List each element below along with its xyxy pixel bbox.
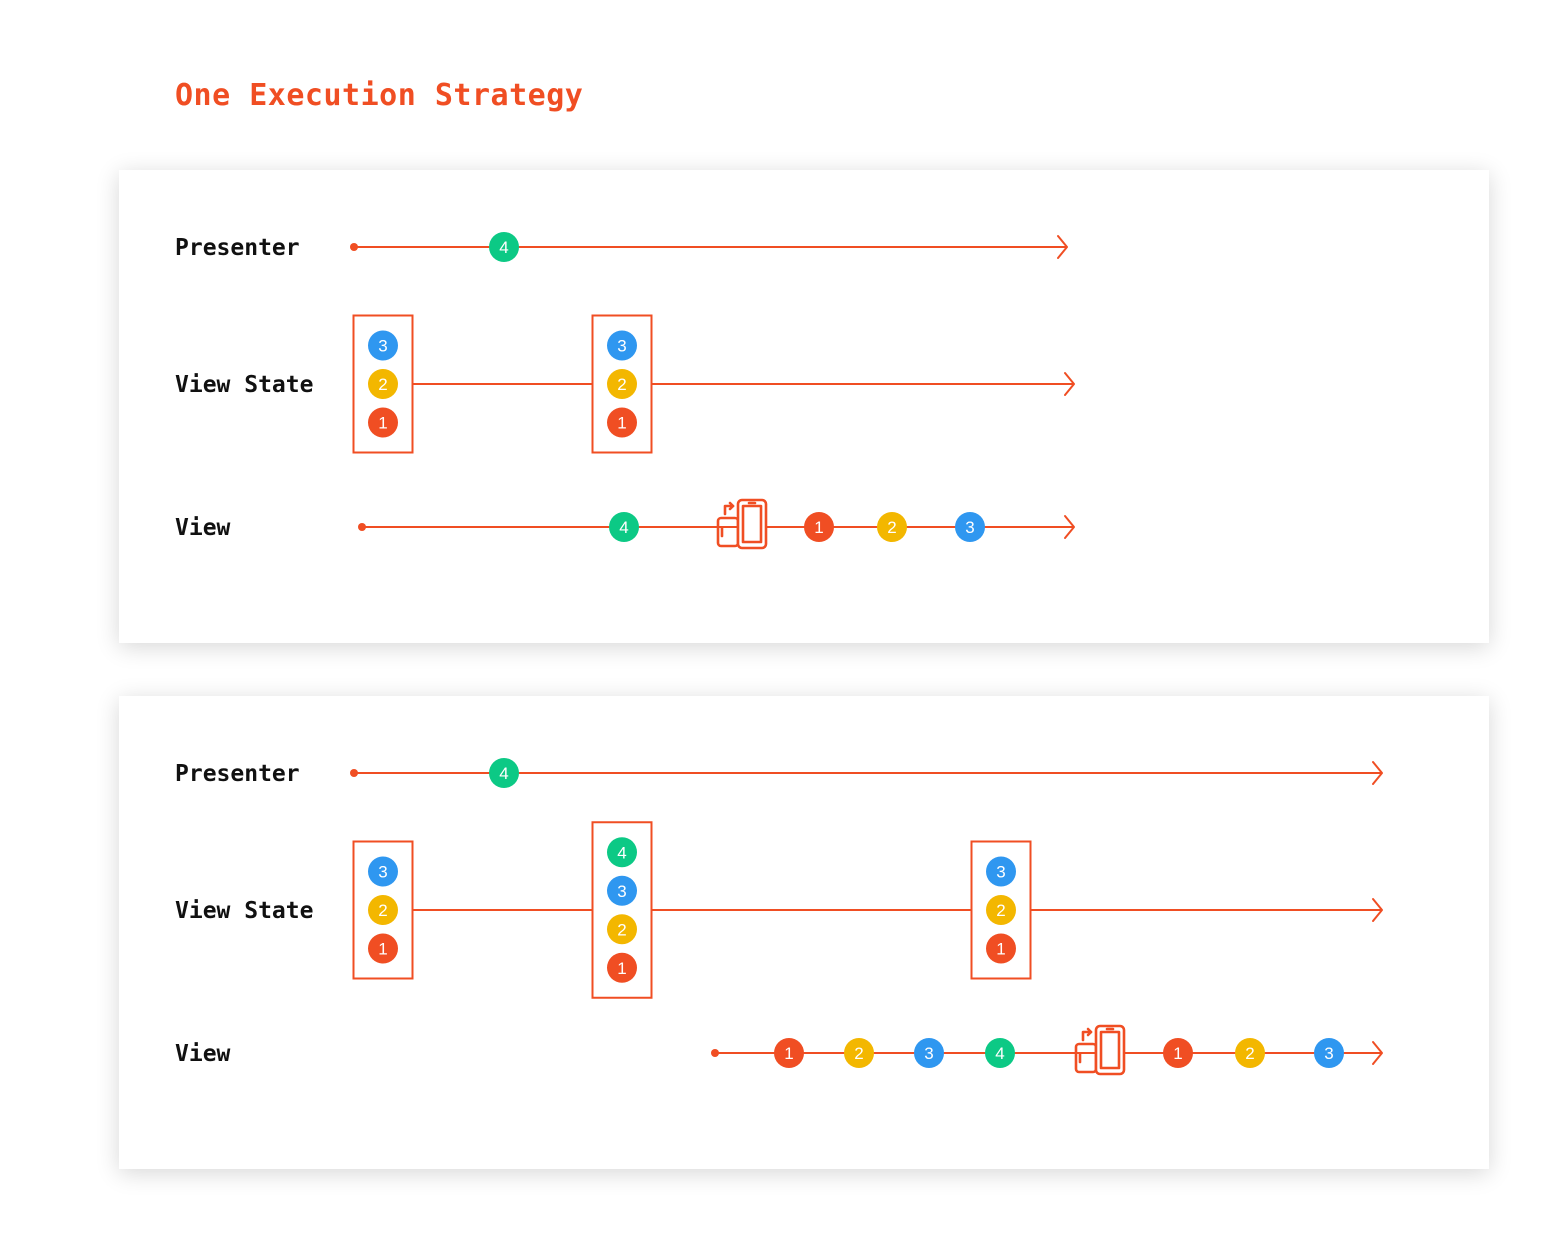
svg-text:3: 3 — [1324, 1044, 1333, 1063]
marble-1: 1 — [804, 512, 834, 542]
svg-text:3: 3 — [924, 1044, 933, 1063]
state-group: 3 2 1 — [591, 314, 653, 454]
timeline-arrow-head — [1372, 898, 1383, 922]
timeline-start-dot — [358, 523, 366, 531]
marble-1: 1 — [607, 407, 637, 438]
svg-text:1: 1 — [784, 1044, 793, 1063]
svg-text:2: 2 — [854, 1044, 863, 1063]
svg-text:3: 3 — [378, 337, 387, 356]
svg-text:3: 3 — [965, 518, 974, 537]
page-title: One Execution Strategy — [175, 78, 584, 113]
marble-2: 2 — [877, 512, 907, 542]
marble-3: 3 — [955, 512, 985, 542]
marble-2: 2 — [607, 369, 637, 399]
svg-text:2: 2 — [617, 920, 626, 939]
marble-2: 2 — [368, 895, 398, 925]
marble-2: 2 — [368, 369, 398, 399]
timeline-arrow-head — [1064, 515, 1075, 539]
svg-text:3: 3 — [617, 882, 626, 901]
marble-3: 3 — [1314, 1038, 1344, 1068]
marble-4: 4 — [607, 837, 637, 868]
svg-text:4: 4 — [617, 843, 626, 862]
svg-text:1: 1 — [378, 940, 387, 959]
marble-2: 2 — [844, 1038, 874, 1068]
timeline-start-dot — [350, 243, 358, 251]
svg-text:3: 3 — [996, 863, 1005, 882]
svg-text:1: 1 — [1173, 1044, 1182, 1063]
svg-text:2: 2 — [1245, 1044, 1254, 1063]
svg-text:3: 3 — [617, 337, 626, 356]
svg-text:2: 2 — [378, 901, 387, 920]
svg-text:2: 2 — [617, 375, 626, 394]
marble-3: 3 — [607, 330, 637, 361]
timeline-arrow-head — [1057, 235, 1068, 259]
svg-text:1: 1 — [814, 518, 823, 537]
marble-4: 4 — [489, 758, 519, 788]
lane-label: View — [175, 1041, 231, 1067]
state-group: 3 2 1 — [352, 314, 414, 454]
rotate-device-icon — [716, 498, 768, 550]
timeline-arrow-head — [1064, 372, 1075, 396]
svg-text:1: 1 — [617, 414, 626, 433]
svg-text:4: 4 — [619, 518, 628, 537]
svg-text:2: 2 — [378, 375, 387, 394]
svg-text:1: 1 — [617, 959, 626, 978]
timeline-arrow-head — [1372, 1041, 1383, 1065]
state-group: 4 3 2 1 — [591, 821, 653, 999]
svg-text:2: 2 — [996, 901, 1005, 920]
state-group: 3 2 1 — [970, 840, 1032, 980]
timeline-arrow-head — [1372, 761, 1383, 785]
marble-3: 3 — [986, 856, 1016, 887]
marble-2: 2 — [607, 914, 637, 945]
timeline-start-dot — [711, 1049, 719, 1057]
lane-label: Presenter — [175, 235, 300, 261]
state-group: 3 2 1 — [352, 840, 414, 980]
svg-text:2: 2 — [887, 518, 896, 537]
marble-3: 3 — [607, 875, 637, 906]
marble-4: 4 — [489, 232, 519, 262]
marble-1: 1 — [368, 933, 398, 964]
svg-text:1: 1 — [996, 940, 1005, 959]
marble-4: 4 — [985, 1038, 1015, 1068]
svg-text:1: 1 — [378, 414, 387, 433]
timeline-start-dot — [350, 769, 358, 777]
marble-1: 1 — [368, 407, 398, 438]
lane-label: View State — [175, 372, 313, 398]
marble-1: 1 — [1163, 1038, 1193, 1068]
marble-1: 1 — [986, 933, 1016, 964]
svg-text:3: 3 — [378, 863, 387, 882]
marble-1: 1 — [774, 1038, 804, 1068]
marble-3: 3 — [914, 1038, 944, 1068]
svg-text:4: 4 — [995, 1044, 1004, 1063]
marble-3: 3 — [368, 856, 398, 887]
marble-1: 1 — [607, 952, 637, 983]
lane-label: Presenter — [175, 761, 300, 787]
svg-text:4: 4 — [499, 764, 508, 783]
marble-2: 2 — [1235, 1038, 1265, 1068]
marble-2: 2 — [986, 895, 1016, 925]
rotate-device-icon — [1074, 1024, 1126, 1076]
marble-3: 3 — [368, 330, 398, 361]
marble-4: 4 — [609, 512, 639, 542]
lane-label: View State — [175, 898, 313, 924]
lane-label: View — [175, 515, 231, 541]
svg-text:4: 4 — [499, 238, 508, 257]
